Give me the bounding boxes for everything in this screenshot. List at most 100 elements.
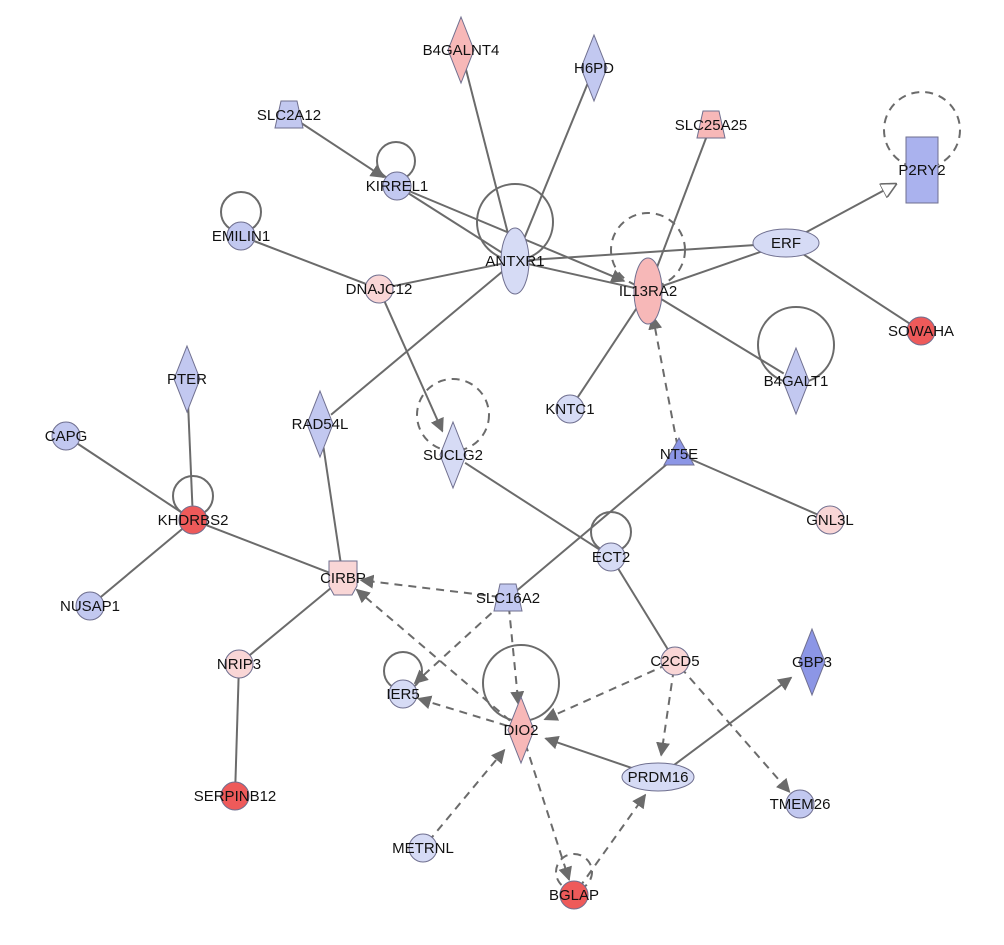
node-shape-cirbp[interactable] [328,560,358,596]
node-serpinb12[interactable]: SERPINB12 [194,781,277,811]
node-rad54l[interactable]: RAD54L [292,389,349,459]
node-label-dnajc12: DNAJC12 [346,281,413,298]
node-tmem26[interactable]: TMEM26 [770,789,831,819]
node-bglap[interactable]: BGLAP [549,880,599,910]
node-kntc1[interactable]: KNTC1 [545,394,595,424]
node-label-dio2: DIO2 [503,722,538,739]
node-shape-h6pd[interactable] [580,33,608,103]
node-shape-dio2[interactable] [507,695,535,765]
node-pter[interactable]: PTER [167,344,207,414]
edge-slc16a2-to-ier5 [413,602,503,685]
node-suclg2[interactable]: SUCLG2 [423,420,483,490]
node-shape-sowaha[interactable] [906,316,936,346]
node-shape-il13ra2[interactable] [633,257,663,325]
self-loops-layer [172,91,961,891]
node-shape-kirrel1[interactable] [382,171,412,201]
node-shape-dnajc12[interactable] [364,274,394,304]
node-shape-b4galnt4[interactable] [447,15,475,85]
node-slc2a12[interactable]: SLC2A12 [257,100,321,129]
node-b4galt1[interactable]: B4GALT1 [764,346,829,416]
node-sowaha[interactable]: SOWAHA [888,316,954,346]
node-ect2[interactable]: ECT2 [592,542,630,572]
node-shape-tmem26[interactable] [785,789,815,819]
node-label-p2ry2: P2RY2 [898,162,945,179]
node-shape-metrnl[interactable] [408,833,438,863]
edge-h6pd-to-antxr1 [519,80,590,249]
node-antxr1[interactable]: ANTXR1 [485,227,545,295]
node-gnl3l[interactable]: GNL3L [806,505,854,535]
node-nt5e[interactable]: NT5E [660,436,698,466]
node-dio2[interactable]: DIO2 [503,695,539,765]
edge-dio2-to-cirbp [355,588,511,722]
node-slc25a25[interactable]: SLC25A25 [675,110,748,139]
node-shape-erf[interactable] [752,228,820,258]
node-shape-nusap1[interactable] [75,591,105,621]
node-label-serpinb12: SERPINB12 [194,788,277,805]
node-khdrbs2[interactable]: KHDRBS2 [158,505,229,535]
node-erf[interactable]: ERF [752,228,820,258]
node-il13ra2[interactable]: IL13RA2 [619,257,677,325]
node-shape-ier5[interactable] [388,679,418,709]
node-shape-bglap[interactable] [559,880,589,910]
node-prdm16[interactable]: PRDM16 [621,762,695,792]
node-shape-ect2[interactable] [596,542,626,572]
node-c2cd5[interactable]: C2CD5 [650,646,700,676]
node-shape-emilin1[interactable] [226,221,256,251]
edge-erf-to-sowaha [795,248,912,326]
edge-antxr1-to-rad54l [330,269,505,416]
edge-slc16a2-to-cirbp [359,574,500,598]
node-emilin1[interactable]: EMILIN1 [212,221,270,251]
edge-nt5e-to-slc16a2 [513,458,674,594]
node-label-nrip3: NRIP3 [217,656,261,673]
node-shape-serpinb12[interactable] [220,781,250,811]
edge-erf-to-il13ra2 [659,245,775,289]
node-shape-p2ry2[interactable] [905,136,939,204]
node-p2ry2[interactable]: P2RY2 [898,136,946,204]
edge-nt5e-to-gnl3l [686,456,823,518]
node-metrnl[interactable]: METRNL [392,833,454,863]
node-dnajc12[interactable]: DNAJC12 [346,274,413,304]
node-shape-nt5e[interactable] [663,436,695,466]
node-b4galnt4[interactable]: B4GALNT4 [423,15,500,85]
node-nusap1[interactable]: NUSAP1 [60,591,120,621]
node-shape-slc2a12[interactable] [274,100,304,129]
edge-cirbp-to-nrip3 [245,583,337,659]
node-gbp3[interactable]: GBP3 [792,627,832,697]
node-shape-gbp3[interactable] [798,627,826,697]
nodes-layer: B4GALNT4 H6PD SLC2A12SLC25A25P2RY2KIRREL1E… [45,15,954,910]
node-shape-kntc1[interactable] [555,394,585,424]
node-kirrel1[interactable]: KIRREL1 [366,171,429,201]
edge-nt5e-to-il13ra2 [648,315,679,446]
node-shape-slc16a2[interactable] [493,583,523,612]
node-shape-gnl3l[interactable] [815,505,845,535]
node-label-ect2: ECT2 [592,549,630,566]
node-shape-nrip3[interactable] [224,649,254,679]
node-shape-suclg2[interactable] [439,420,467,490]
node-shape-b4galt1[interactable] [782,346,810,416]
edge-kirrel1-to-antxr1 [403,189,509,258]
node-slc16a2[interactable]: SLC16A2 [476,583,540,612]
node-shape-slc25a25[interactable] [696,110,726,139]
node-shape-antxr1[interactable] [500,227,530,295]
node-shape-pter[interactable] [173,344,201,414]
node-shape-capg[interactable] [51,421,81,451]
node-label-sowaha: SOWAHA [888,323,954,340]
node-shape-khdrbs2[interactable] [178,505,208,535]
node-label-kirrel1: KIRREL1 [366,178,429,195]
node-shape-c2cd5[interactable] [660,646,690,676]
node-nrip3[interactable]: NRIP3 [217,649,261,679]
edge-dnajc12-to-antxr1 [387,261,507,289]
node-ier5[interactable]: IER5 [386,679,420,709]
node-label-gnl3l: GNL3L [806,512,854,529]
node-label-slc25a25: SLC25A25 [675,117,748,134]
node-cirbp[interactable]: CIRBP [320,560,366,596]
node-capg[interactable]: CAPG [45,421,88,451]
node-shape-prdm16[interactable] [621,762,695,792]
edge-slc16a2-to-dio2 [507,606,525,706]
node-shape-rad54l[interactable] [306,389,334,459]
edges-layer [72,63,912,889]
node-label-emilin1: EMILIN1 [212,228,270,245]
edge-nrip3-to-serpinb12 [234,672,240,788]
node-h6pd[interactable]: H6PD [574,33,614,103]
